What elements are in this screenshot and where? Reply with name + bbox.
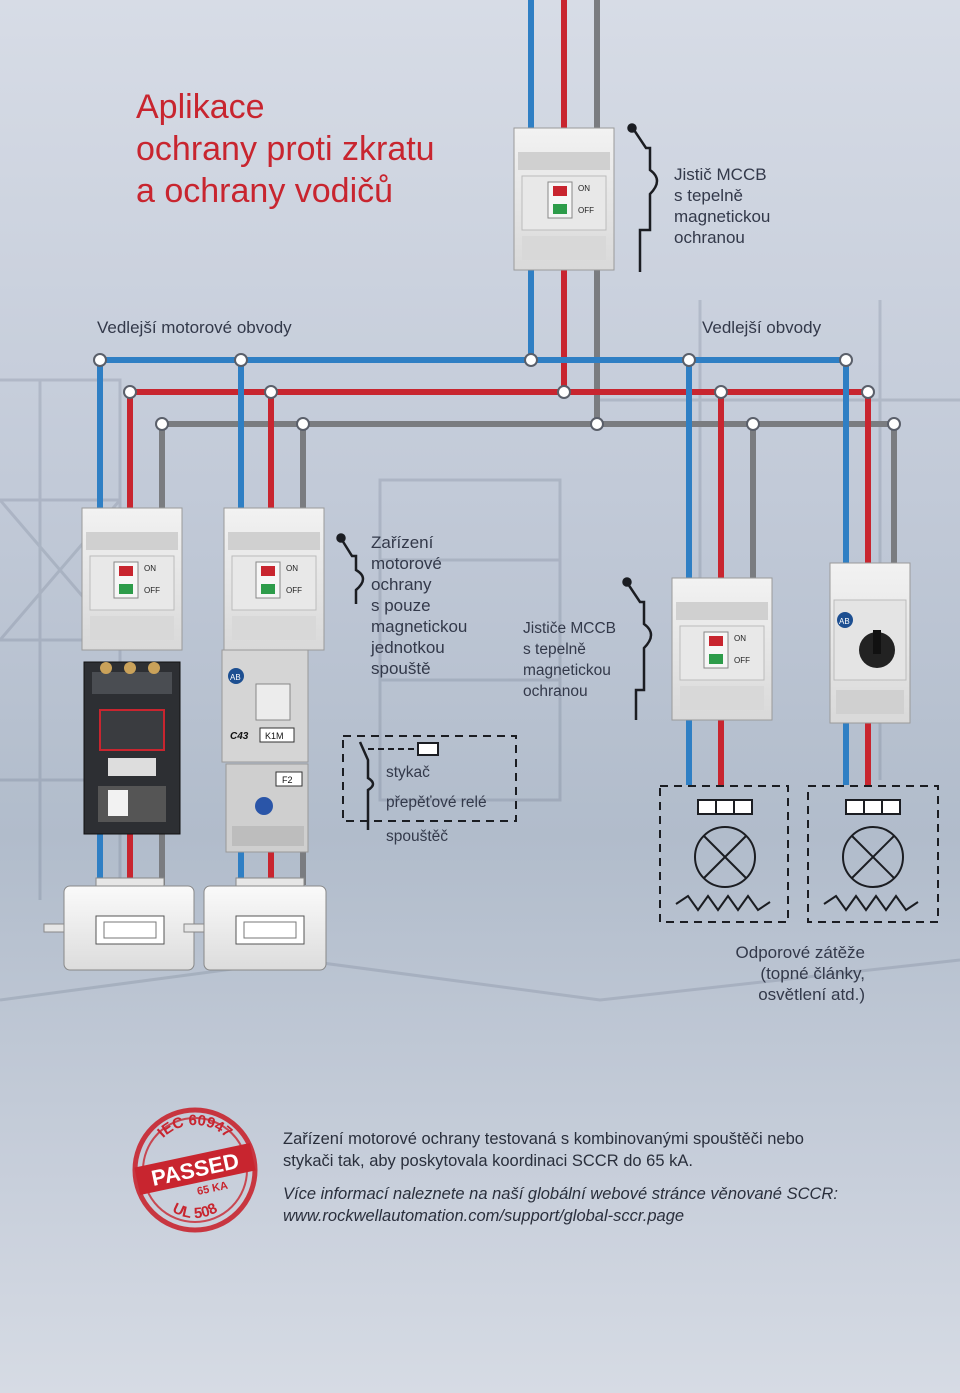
connection-nodes [93, 353, 901, 431]
svg-text:UL 508: UL 508 [170, 1200, 220, 1222]
off-mark: OFF [734, 656, 750, 665]
breaker-symbol-motor [336, 533, 365, 604]
label-line: magnetickou [371, 617, 468, 636]
ab-mark: AB [230, 673, 241, 682]
ab-logo-icon [837, 612, 853, 628]
iec-starter: AB C43 K1M F2 [221, 649, 309, 853]
label-line: osvětlení atd.) [758, 985, 865, 1004]
label-line: spouště [371, 659, 431, 678]
label-mccb-branch: Jističe MCCB s tepelně magnetickou ochra… [523, 618, 616, 702]
mccb-branch-device-3: ON OFF [671, 577, 773, 721]
stamp-bottom-text: UL 508 [170, 1200, 220, 1222]
title-line: ochrany proti zkratu [136, 130, 435, 168]
ab-mark: AB [839, 617, 850, 626]
branch-wires [97, 360, 897, 885]
mccb-branch-device-2: ON OFF [223, 507, 325, 651]
starter-symbol [342, 735, 517, 830]
off-mark: OFF [144, 586, 160, 595]
label-line: magnetickou [674, 207, 771, 226]
label-line: ochranou [523, 683, 588, 700]
motor-protection-breaker: AB [829, 562, 911, 724]
ab-logo-icon [228, 668, 244, 684]
mccb-main-device: ON OFF [513, 127, 615, 271]
label-mccb-main: Jistič MCCB s tepelně magnetickou ochran… [674, 164, 770, 248]
footer-more-info[interactable]: Více informací naleznete na naší globáln… [283, 1183, 838, 1227]
footer-line: stykači tak, aby poskytovala koordinaci … [283, 1152, 693, 1170]
label-motor-protection: Zařízení motorové ochrany s pouze magnet… [371, 532, 467, 679]
f2-mark: F2 [282, 775, 293, 785]
off-mark: OFF [578, 206, 594, 215]
breaker-symbol-main [627, 123, 659, 272]
label-line: Odporové zátěže [735, 943, 865, 962]
label-line: motorové [371, 554, 442, 573]
main-wires [528, 0, 600, 424]
on-mark: ON [578, 184, 590, 193]
nema-starter [83, 661, 181, 835]
label-line: Jističe MCCB [523, 620, 617, 637]
on-mark: ON [286, 564, 298, 573]
footer-url-link[interactable]: www.rockwellautomation.com/support/globa… [283, 1207, 685, 1225]
motor-2 [183, 877, 327, 971]
label-starter: spouštěč [386, 828, 449, 845]
label-line: Zařízení [371, 533, 434, 552]
page-title: Aplikace ochrany proti zkratu a ochrany … [136, 86, 435, 212]
label-line: s tepelně [523, 641, 586, 658]
footer-line: Zařízení motorové ochrany testovaná s ko… [283, 1130, 804, 1148]
stamp-rating-text: 65 KA [196, 1180, 229, 1198]
on-mark: ON [734, 634, 746, 643]
breaker-symbol-branch [622, 577, 653, 720]
resistive-load-1 [659, 785, 789, 923]
label-resistive-loads: Odporové zátěže (topné články, osvětlení… [735, 942, 865, 1005]
footer-description: Zařízení motorové ochrany testovaná s ko… [283, 1128, 804, 1172]
label-motor-circuits: Vedlejší motorové obvody [97, 318, 292, 337]
label-aux-circuits: Vedlejší obvody [702, 318, 822, 337]
label-line: ochrany [371, 575, 432, 594]
label-line: ochranou [674, 228, 745, 247]
motor-1 [43, 877, 195, 971]
label-line: (topné články, [760, 964, 865, 983]
label-overload: přepěťové relé [386, 794, 487, 811]
c43-mark: C43 [230, 731, 249, 742]
mccb-branch-device-1: ON OFF [81, 507, 183, 651]
certification-stamp: IEC 60947 PASSED 65 KA UL 508 [132, 1107, 258, 1233]
title-line: Aplikace [136, 88, 265, 126]
label-line: Jistič MCCB [674, 165, 767, 184]
resistive-load-2 [807, 785, 939, 923]
busbars [100, 357, 894, 427]
label-line: jednotkou [371, 638, 445, 657]
off-mark: OFF [286, 586, 302, 595]
reset-button-icon [255, 797, 273, 815]
on-mark: ON [144, 564, 156, 573]
k1m-mark: K1M [265, 731, 284, 741]
label-line: s tepelně [674, 186, 743, 205]
label-line: s pouze [371, 596, 431, 615]
label-line: magnetickou [523, 662, 611, 679]
footer-line: Více informací naleznete na naší globáln… [283, 1185, 838, 1203]
label-contactor: stykač [386, 764, 430, 781]
title-line: a ochrany vodičů [136, 172, 394, 210]
